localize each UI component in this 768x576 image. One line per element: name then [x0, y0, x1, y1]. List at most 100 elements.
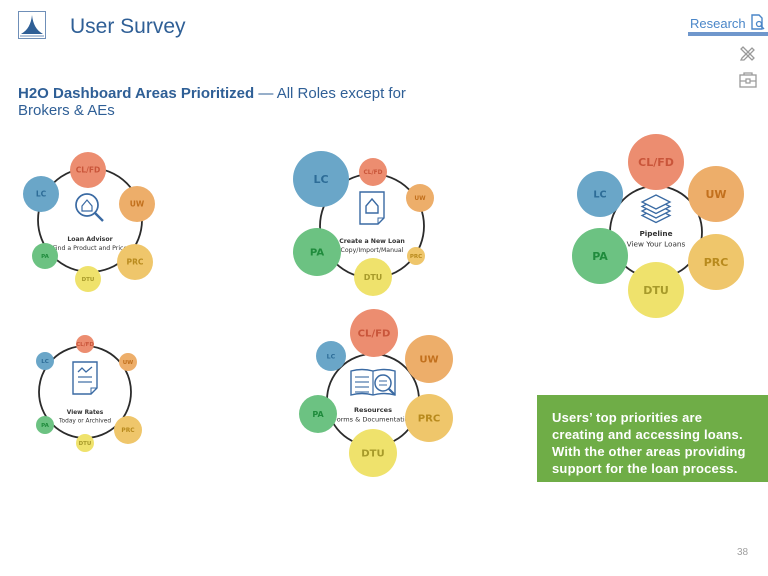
nav-research-label: Research — [690, 16, 746, 31]
role-bubble-pa: PA — [32, 243, 58, 269]
stacked-layers-icon — [640, 194, 672, 224]
role-bubble-uw: UW — [405, 335, 453, 383]
role-bubble-label: CL/FD — [363, 170, 382, 176]
book-magnifier-icon — [350, 368, 396, 396]
role-bubble-uw: UW — [119, 186, 155, 222]
role-bubble-circle — [359, 158, 387, 186]
role-bubble-label: LC — [41, 359, 49, 365]
role-bubble-label: CL/FD — [76, 166, 101, 175]
cluster-title: Loan Advisor — [67, 236, 113, 243]
role-bubble-circle — [36, 352, 54, 370]
house-magnifier-icon — [75, 193, 104, 222]
role-bubble-label: PRC — [121, 428, 134, 434]
role-bubble-label: UW — [123, 360, 134, 366]
role-bubble-uw: UW — [688, 166, 744, 222]
cluster-title: View Rates — [67, 410, 104, 416]
chart-document-icon — [72, 361, 98, 395]
triangle-logo-icon — [18, 11, 46, 39]
role-bubble-label: UW — [130, 200, 145, 209]
role-bubble-lc: LC — [36, 352, 54, 370]
role-bubble-label: CL/FD — [358, 329, 391, 340]
role-bubble-label: UW — [414, 196, 426, 202]
role-bubble-label: UW — [705, 188, 726, 201]
role-bubble-label: LC — [313, 173, 328, 186]
role-bubble-label: DTU — [364, 273, 383, 282]
role-bubble-cl-fd: CL/FD — [70, 152, 106, 188]
role-bubble-prc: PRC — [405, 394, 453, 442]
role-bubble-circle — [628, 134, 684, 190]
role-bubble-label: PA — [41, 254, 50, 260]
role-bubble-label: DTU — [82, 277, 95, 283]
role-bubble-dtu: DTU — [75, 266, 101, 292]
pencil-ruler-icon[interactable] — [739, 44, 757, 67]
cluster-title: Resources — [354, 406, 392, 414]
role-bubble-lc: LC — [577, 171, 623, 217]
role-bubble-dtu: DTU — [349, 429, 397, 477]
role-bubble-circle — [114, 416, 142, 444]
role-bubble-label: PA — [312, 410, 324, 419]
role-bubble-lc: LC — [293, 151, 349, 207]
insight-callout: Users’ top priorities are creating and a… — [537, 395, 768, 482]
role-bubble-dtu: DTU — [76, 434, 94, 452]
role-bubble-circle — [293, 228, 341, 276]
role-bubble-label: LC — [327, 353, 336, 360]
role-bubble-circle — [406, 184, 434, 212]
role-bubble-circle — [405, 335, 453, 383]
role-bubble-label: CL/FD — [76, 342, 94, 348]
role-bubble-circle — [405, 394, 453, 442]
role-bubble-lc: LC — [23, 176, 59, 212]
page-number: 38 — [737, 547, 749, 558]
role-bubble-prc: PRC — [688, 234, 744, 290]
role-bubble-circle — [23, 176, 59, 212]
role-bubble-pa: PA — [293, 228, 341, 276]
role-bubble-circle — [572, 228, 628, 284]
role-bubble-label: DTU — [643, 284, 669, 297]
role-bubble-prc: PRC — [117, 244, 153, 280]
toolbox-icon[interactable] — [739, 72, 757, 93]
role-bubble-circle — [354, 258, 392, 296]
role-bubble-label: PA — [310, 248, 324, 259]
role-bubble-circle — [688, 166, 744, 222]
role-bubble-uw: UW — [406, 184, 434, 212]
role-bubble-cl-fd: CL/FD — [359, 158, 387, 186]
role-bubble-label: PA — [592, 250, 608, 263]
cluster-subtitle: Copy/Import/Manual — [341, 247, 404, 254]
role-bubble-label: PRC — [704, 256, 729, 269]
cluster-subtitle: View Your Loans — [627, 240, 686, 249]
cluster-title: Create a New Loan — [339, 238, 405, 245]
role-bubble-dtu: DTU — [354, 258, 392, 296]
role-bubble-pa: PA — [36, 416, 54, 434]
section-heading-rest: — All Roles except for Brokers & AEs — [18, 85, 406, 119]
role-bubble-cl-fd: CL/FD — [350, 309, 398, 357]
role-bubble-label: LC — [36, 190, 47, 199]
cluster-subtitle: Forms & Documentation — [333, 416, 413, 424]
role-bubble-cl-fd: CL/FD — [76, 335, 94, 353]
role-bubble-label: PA — [41, 423, 50, 429]
role-bubble-cl-fd: CL/FD — [628, 134, 684, 190]
page-title: User Survey — [70, 15, 186, 38]
role-bubble-label: PRC — [127, 258, 144, 267]
role-bubble-circle — [75, 266, 101, 292]
role-bubble-circle — [76, 434, 94, 452]
role-bubble-circle — [316, 341, 346, 371]
active-tab-underline — [688, 32, 768, 36]
role-bubble-circle — [119, 353, 137, 371]
nav-research-tab[interactable]: Research — [690, 14, 766, 33]
role-bubble-uw: UW — [119, 353, 137, 371]
role-bubble-lc: LC — [316, 341, 346, 371]
role-bubble-pa: PA — [299, 395, 337, 433]
role-bubble-circle — [628, 262, 684, 318]
role-bubble-label: PRC — [418, 414, 441, 425]
callout-text: Users’ top priorities are creating and a… — [552, 410, 746, 476]
role-bubble-circle — [117, 244, 153, 280]
role-bubble-dtu: DTU — [628, 262, 684, 318]
cluster-title: Pipeline — [639, 229, 672, 238]
